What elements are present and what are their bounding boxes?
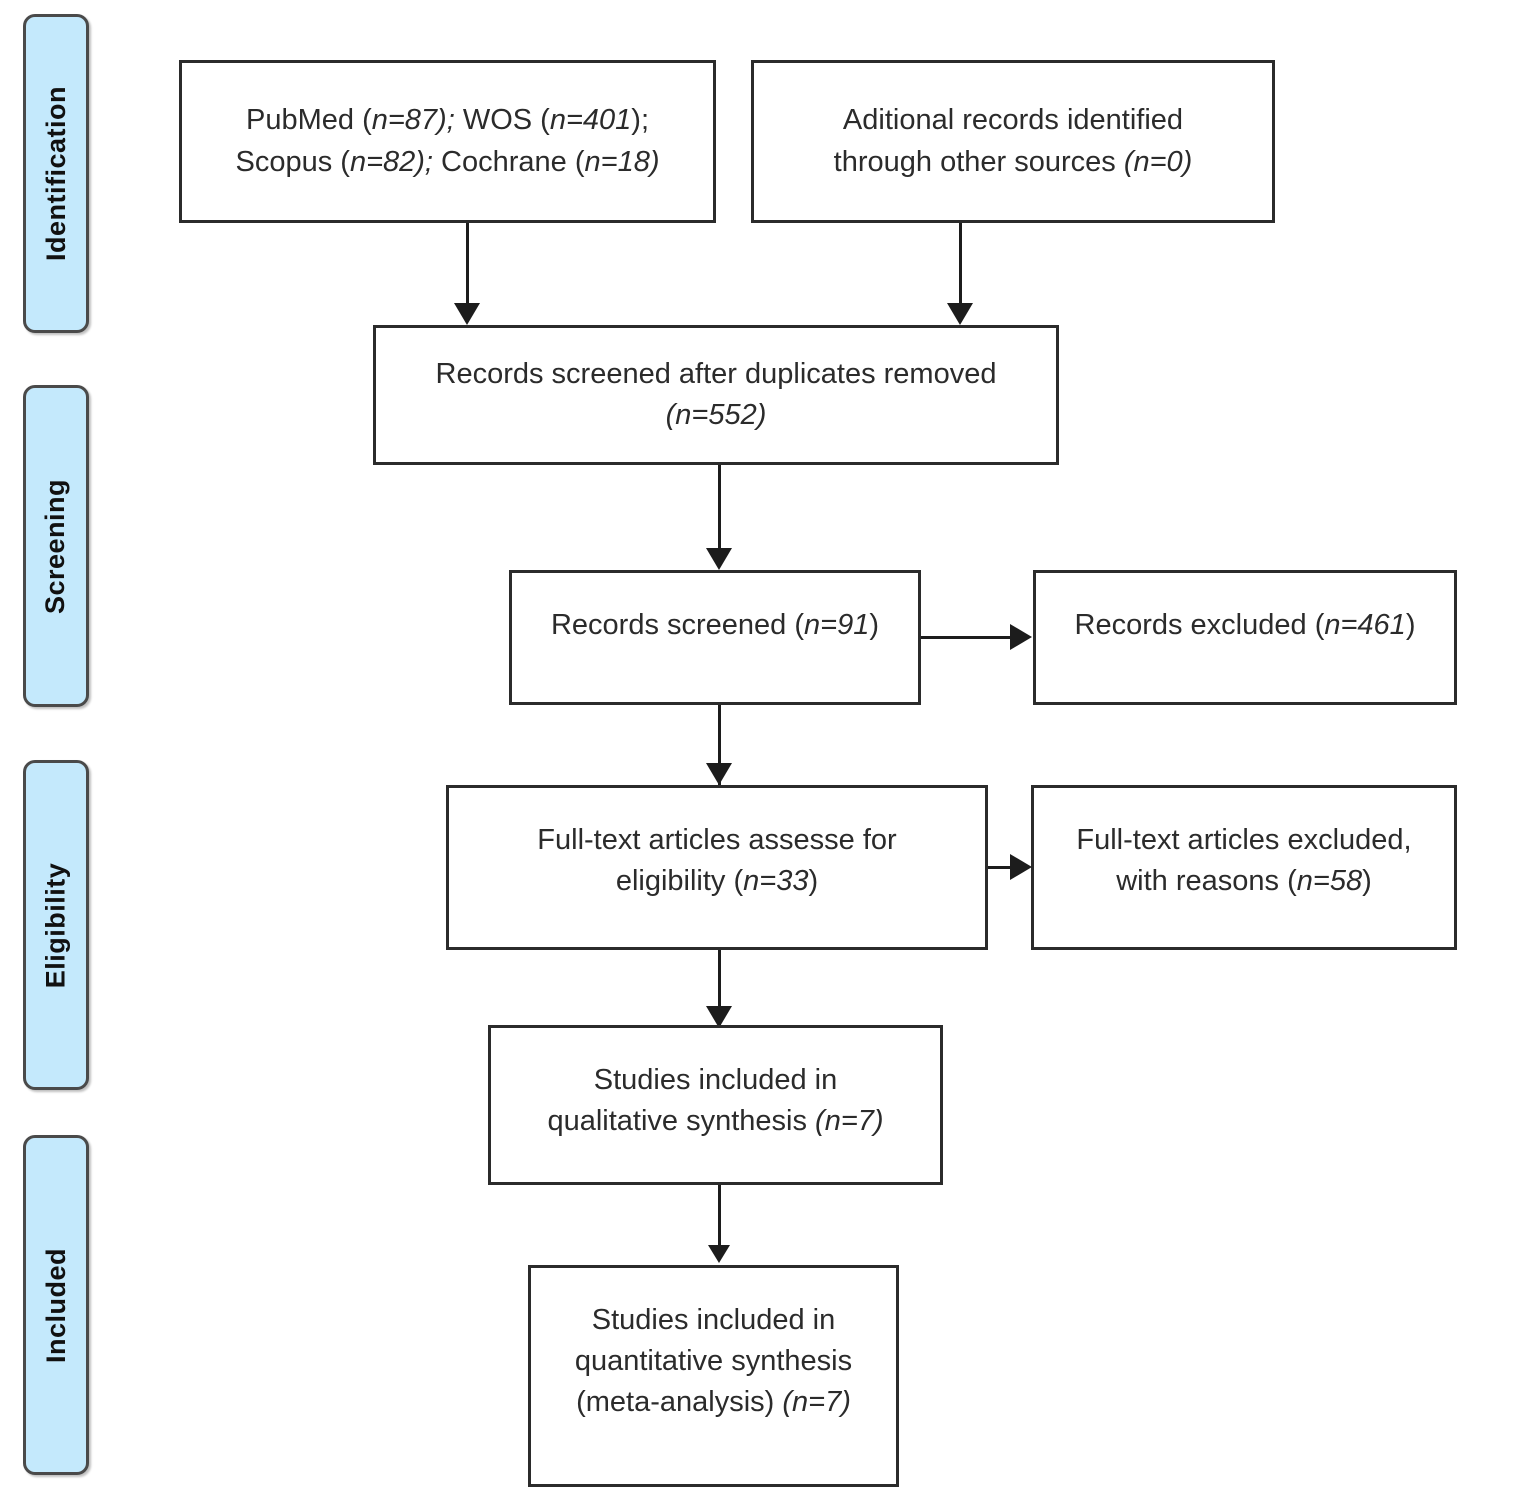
fulltext-excluded-line-2: with reasons ( xyxy=(1116,865,1297,898)
screened-n: n=91 xyxy=(804,609,870,641)
arrowhead-screened-to-excluded xyxy=(1010,624,1032,650)
stage-pill-eligibility: Eligibility xyxy=(23,760,89,1090)
box-fulltext-excluded-text: Full-text articles excluded, with reason… xyxy=(1076,820,1411,902)
stage-pill-screening: Screening xyxy=(23,385,89,707)
fulltext-assessed-tail: ) xyxy=(808,865,819,898)
stage-pill-identification: Identification xyxy=(23,14,89,333)
arrowhead-databases-to-screened xyxy=(454,303,480,325)
stage-pill-included: Included xyxy=(23,1135,89,1475)
connector-databases-to-screened xyxy=(466,223,469,305)
db-line-1: PubMed ( xyxy=(246,104,372,137)
fulltext-excluded-n: n=58 xyxy=(1296,865,1363,898)
stage-label-eligibility: Eligibility xyxy=(40,862,71,988)
stage-label-identification: Identification xyxy=(40,86,71,261)
duplicates-line-1: Records screened after duplicates remove… xyxy=(435,357,997,390)
box-fulltext-excluded: Full-text articles excluded, with reason… xyxy=(1031,785,1457,950)
screened-label: Records screened ( xyxy=(550,609,805,641)
connector-screened-to-excluded xyxy=(921,636,1011,639)
connector-fulltext-to-excluded xyxy=(988,866,1012,869)
excluded-tail: ) xyxy=(1405,609,1416,641)
screened-tail: ) xyxy=(869,609,880,641)
box-fulltext-assessed-text: Full-text articles assesse for eligibili… xyxy=(537,820,896,902)
db-n-3: n=82); xyxy=(349,145,433,178)
arrowhead-additional-to-screened xyxy=(947,303,973,325)
quantitative-line-3: (meta-analysis) xyxy=(576,1386,783,1419)
excluded-label: Records excluded ( xyxy=(1074,609,1325,641)
box-database-records-text: PubMed (n=87); WOS (n=401); Scopus (n=82… xyxy=(236,100,660,182)
box-quantitative-synthesis-text: Studies included in quantitative synthes… xyxy=(575,1300,852,1424)
fulltext-excluded-tail: ) xyxy=(1362,865,1372,898)
quantitative-line-2: quantitative synthesis xyxy=(574,1345,853,1378)
box-duplicates-removed: Records screened after duplicates remove… xyxy=(373,325,1059,465)
box-records-excluded-text: Records excluded (n=461) xyxy=(1075,605,1416,646)
arrowhead-duplicates-to-screened xyxy=(706,548,732,570)
box-qualitative-synthesis-text: Studies included in qualitative synthesi… xyxy=(547,1060,883,1142)
arrowhead-fulltext-to-qualitative xyxy=(706,1006,732,1028)
qualitative-line-1: Studies included in xyxy=(593,1064,838,1096)
box-quantitative-synthesis: Studies included in quantitative synthes… xyxy=(528,1265,899,1487)
box-records-excluded: Records excluded (n=461) xyxy=(1033,570,1457,705)
fulltext-assessed-line-1: Full-text articles assesse for xyxy=(537,824,897,856)
qualitative-line-2: qualitative synthesis xyxy=(547,1105,816,1138)
arrowhead-qualitative-to-quantitative xyxy=(708,1245,730,1263)
box-additional-records: Aditional records identified through oth… xyxy=(751,60,1275,223)
box-additional-records-text: Aditional records identified through oth… xyxy=(834,100,1193,182)
quantitative-n: (n=7) xyxy=(782,1386,851,1419)
db-tail-1: ); xyxy=(631,104,649,137)
box-qualitative-synthesis: Studies included in qualitative synthesi… xyxy=(488,1025,943,1185)
box-records-screened: Records screened (n=91) xyxy=(509,570,921,705)
fulltext-excluded-line-1: Full-text articles excluded, xyxy=(1076,824,1412,856)
qualitative-n: (n=7) xyxy=(815,1105,884,1138)
db-line-2: Scopus ( xyxy=(235,145,350,178)
additional-line-1: Aditional records identified xyxy=(842,104,1184,137)
connector-screened-to-fulltext xyxy=(718,705,721,785)
stage-label-included: Included xyxy=(40,1247,71,1363)
connector-additional-to-screened xyxy=(959,223,962,305)
quantitative-line-1: Studies included in xyxy=(591,1304,836,1336)
box-fulltext-assessed: Full-text articles assesse for eligibili… xyxy=(446,785,988,950)
db-mid-2: Cochrane ( xyxy=(433,145,585,178)
additional-line-2: through other sources xyxy=(833,145,1124,178)
fulltext-assessed-n: n=33 xyxy=(743,865,809,898)
db-mid-1: WOS ( xyxy=(454,104,550,137)
connector-fulltext-to-qualitative xyxy=(718,950,721,1028)
db-n-4: n=18) xyxy=(584,145,660,178)
arrowhead-fulltext-to-excluded xyxy=(1010,854,1032,880)
db-n-1: n=87); xyxy=(371,104,455,137)
arrowhead-screened-to-fulltext xyxy=(706,763,732,785)
connector-duplicates-to-screened xyxy=(718,465,721,550)
box-duplicates-removed-text: Records screened after duplicates remove… xyxy=(436,354,997,436)
additional-n: (n=0) xyxy=(1123,145,1193,178)
box-database-records: PubMed (n=87); WOS (n=401); Scopus (n=82… xyxy=(179,60,716,223)
fulltext-assessed-line-2: eligibility ( xyxy=(615,865,744,898)
excluded-n: n=461 xyxy=(1324,609,1406,641)
stage-label-screening: Screening xyxy=(40,478,71,614)
box-records-screened-text: Records screened (n=91) xyxy=(551,605,879,646)
connector-qualitative-to-quantitative xyxy=(718,1185,721,1247)
db-n-2: n=401 xyxy=(549,104,632,137)
duplicates-n: (n=552) xyxy=(665,399,767,431)
